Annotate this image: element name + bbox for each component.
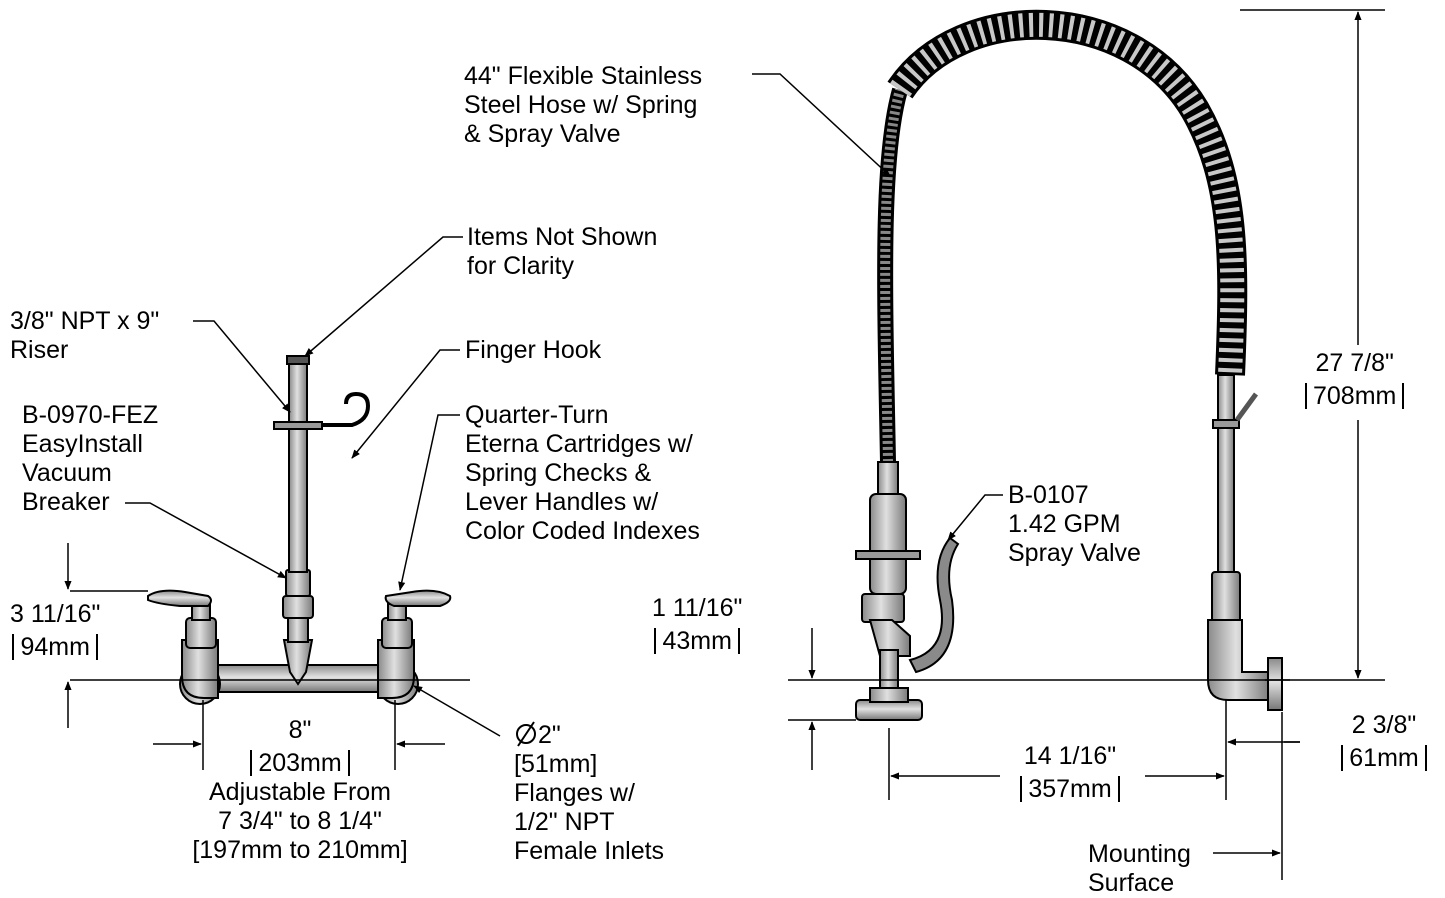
callout-flanges: 2" [51mm] Flanges w/ 1/2" NPT Female Inl… [514, 721, 665, 865]
diameter-symbol-icon [516, 721, 536, 747]
left-cartridge [185, 617, 217, 649]
right-cartridge [381, 617, 413, 649]
wall-elbow [1207, 619, 1271, 701]
callout-cartridges: Quarter-Turn Eterna Cartridges w/ Spring… [465, 401, 700, 545]
right-lever-handle [384, 589, 452, 607]
spray-grip [869, 493, 907, 595]
wall-faucet-front-view [147, 355, 452, 705]
callout-items-not-shown: Items Not Shown for Clarity [467, 223, 658, 280]
vacuum-breaker [282, 595, 314, 619]
pre-rinse-unit-side-view [855, 9, 1283, 721]
dim-spray-offset: 1 11/16" 43mm [652, 594, 743, 655]
callout-vacuum-breaker: B-0970-FEZ EasyInstall Vacuum Breaker [22, 401, 159, 516]
callout-finger-hook: Finger Hook [465, 336, 602, 364]
flexible-hose [877, 87, 908, 463]
left-lever-handle [147, 589, 212, 607]
upper-riser [1217, 374, 1235, 576]
callout-flexible-hose: 44" Flexible Stainless Steel Hose w/ Spr… [464, 62, 703, 148]
callout-spray-valve: B-0107 1.42 GPM Spray Valve [1008, 481, 1141, 567]
riser-pipe [288, 359, 308, 573]
dim-total-height: 27 7/8" 708mm [1305, 349, 1405, 411]
spray-valve-handle [908, 536, 960, 674]
callout-mounting-surface: Mounting Surface [1088, 840, 1191, 897]
finger-hook [322, 391, 371, 427]
dim-reach: 14 1/16" 357mm [990, 742, 1150, 804]
dimension-lines [64, 9, 1385, 880]
dim-spout-height: 3 11/16" 94mm [10, 600, 101, 661]
dim-center-spacing: 8" 203mm Adjustable From 7 3/4" to 8 1/4… [192, 716, 408, 864]
dim-wall-offset: 2 3/8" 61mm [1325, 711, 1443, 773]
wall-flange [1267, 657, 1283, 711]
callout-riser: 3/8" NPT x 9" Riser [10, 307, 160, 364]
